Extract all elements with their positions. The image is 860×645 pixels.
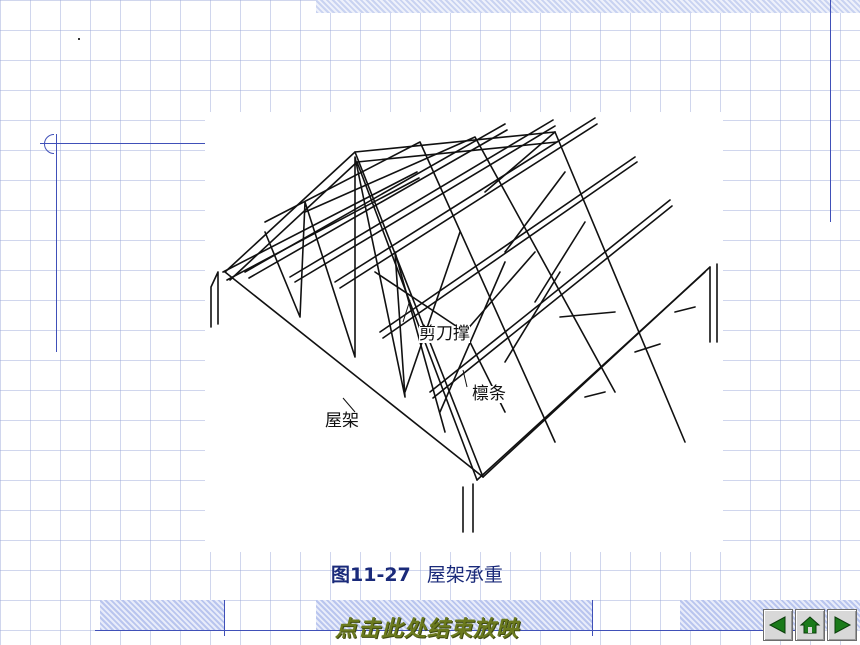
right-vertical-rule	[830, 0, 831, 222]
corner-mark-icon	[44, 134, 54, 154]
footer-strip-left	[100, 600, 225, 630]
footer-tick-center	[592, 600, 593, 636]
purlin-label: 檩条	[472, 384, 506, 404]
roof-truss-drawing	[210, 117, 718, 533]
figure-caption: 图11-27 屋架承重	[331, 560, 503, 587]
top-decorative-band	[316, 0, 860, 13]
home-button[interactable]	[795, 609, 825, 641]
footer-strip-center	[316, 600, 592, 630]
prev-slide-button[interactable]	[763, 609, 793, 641]
triangle-right-icon	[834, 616, 852, 634]
left-horizontal-rule	[40, 143, 208, 144]
end-show-link[interactable]: 点击此处结束放映	[335, 616, 520, 642]
scissor-brace-label: 剪刀撑	[419, 324, 470, 344]
left-vertical-rule	[56, 134, 57, 352]
triangle-left-icon	[768, 616, 786, 634]
next-slide-button[interactable]	[827, 609, 857, 641]
roof-truss-figure: 剪刀撑 檩条 屋架	[205, 112, 723, 552]
footer-rule	[95, 630, 800, 631]
decorative-dot	[78, 38, 80, 40]
footer-tick-left	[224, 600, 225, 636]
home-icon	[799, 616, 821, 634]
figure-title: 屋架承重	[426, 564, 503, 586]
roof-truss-label: 屋架	[325, 411, 359, 431]
figure-number: 图11-27	[331, 564, 411, 586]
